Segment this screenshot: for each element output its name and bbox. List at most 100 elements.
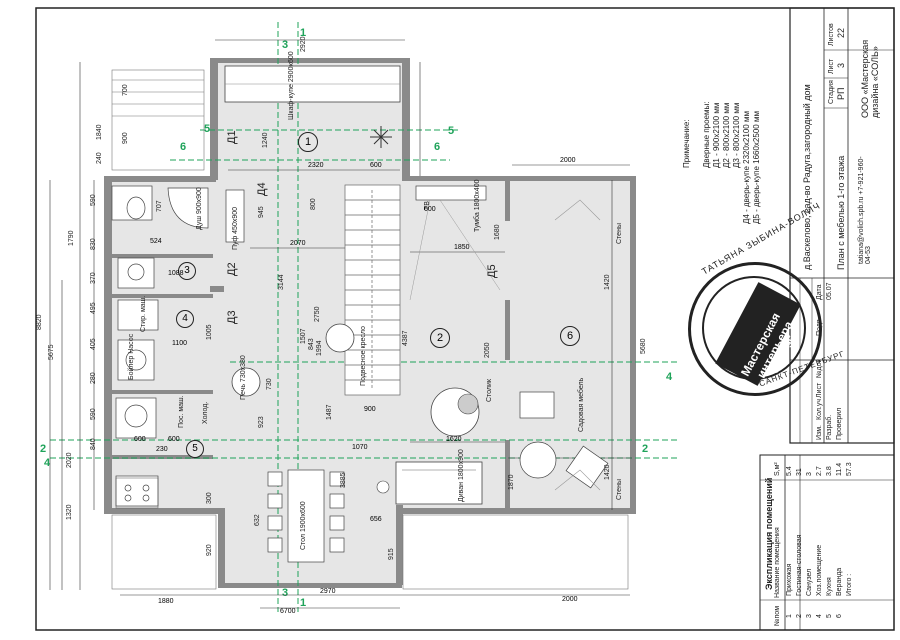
outside-stairs-top: [111, 69, 205, 171]
door-d4: Д4: [256, 182, 268, 196]
dim-915: 915: [388, 548, 395, 560]
title-row-label-2: Кол.уч: [816, 399, 823, 420]
explication-row-3-area: 3: [806, 472, 813, 476]
label-wardrobe: Шкаф-купе 2900х600: [288, 51, 295, 120]
dim-1790: 1790: [68, 230, 75, 246]
dim-495: 495: [90, 302, 97, 314]
explication-row-4-name: Хоз.помещение: [816, 544, 823, 596]
dim-840: 840: [90, 438, 97, 450]
explication-row-2-name: Гостиная-столовая: [796, 534, 803, 596]
svg-text:4: 4: [666, 371, 673, 383]
explication-row-4-no: 4: [816, 614, 823, 618]
room-marker-2: 2: [430, 328, 450, 348]
explication-header-no: №пом: [774, 605, 781, 626]
title-company: ООО «Мастерская дизайна «СОЛЬ»: [860, 39, 880, 118]
explication-frame: [759, 454, 895, 631]
dim-405: 405: [90, 338, 97, 350]
plant: [370, 126, 392, 148]
bathroom-fixtures: [111, 185, 209, 507]
hanging-armchair: [325, 323, 355, 353]
svg-text:2: 2: [642, 443, 648, 455]
dim-923: 923: [258, 416, 265, 428]
dim-730: 730: [266, 378, 273, 390]
notes-subtitle: Дверные проемы:: [702, 101, 711, 168]
dim-656: 656: [370, 516, 382, 523]
label-fridge: Холод.: [202, 401, 209, 424]
label-washer: Стир. маш.: [140, 295, 147, 332]
explication-row-3-name: Санузел: [806, 568, 813, 596]
svg-text:3: 3: [282, 39, 288, 51]
dim-1420-b: 1420: [604, 464, 611, 480]
dim-800: 800: [310, 198, 317, 210]
dining-table: [267, 469, 345, 563]
dim-1994: 1994: [316, 340, 323, 356]
dim-4387: 4387: [402, 330, 409, 346]
label-shower: Душ 900х900: [196, 187, 203, 230]
dim-600-k2: 600: [168, 436, 180, 443]
dim-8820: 8820: [36, 314, 43, 330]
dim-2020: 2020: [66, 452, 73, 468]
label-garden: Садовая мебель: [578, 377, 585, 432]
explication-row-1-no: 1: [786, 614, 793, 618]
svg-text:4: 4: [44, 457, 51, 469]
dim-5675: 5675: [48, 344, 55, 360]
label-walls-bottom: Стены: [616, 479, 623, 500]
sofa: [395, 461, 483, 505]
title-checked: Проверил: [836, 407, 843, 440]
dim-1880: 1880: [158, 598, 174, 605]
explication-row-5-no: 5: [826, 614, 833, 618]
dim-590b: 590: [90, 408, 97, 420]
notes-line-5: Д5 - дверь-купе 1660х2500 мм: [752, 111, 761, 224]
label-armchair: Подвесное кресло: [360, 326, 367, 386]
label-pouf: Пуф 450х900: [232, 206, 239, 250]
dim-1005: 1005: [206, 324, 213, 340]
garden-furniture: [519, 391, 609, 489]
dim-5680: 5680: [640, 338, 647, 354]
dim-1870: 1870: [508, 474, 515, 490]
notes-line-1: Д1 - 900х2100 мм: [712, 102, 721, 168]
dim-2750: 2750: [314, 306, 321, 322]
label-tv-stand: Тумба 1800х400: [474, 179, 481, 232]
title-sheet-label: Лист: [828, 58, 835, 74]
dim-300: 300: [206, 492, 213, 504]
stove: [231, 367, 261, 397]
dim-1320: 1320: [66, 504, 73, 520]
door-d2: Д2: [226, 262, 238, 276]
explication-row-2-area: 31: [796, 468, 803, 476]
room-marker-1: 1: [298, 132, 318, 152]
dim-1507: 1507: [300, 328, 307, 344]
notes-title: Примечание:: [682, 119, 691, 168]
tv-stand: [415, 185, 487, 201]
explication-total: 57.3: [846, 462, 853, 476]
room-marker-3: 3: [178, 262, 196, 280]
title-stage: РП: [836, 87, 846, 100]
explication-row-3-no: 3: [806, 614, 813, 618]
room-marker-6: 6: [560, 326, 580, 346]
dim-1850: 1850: [454, 244, 470, 251]
dimension-lines: [49, 39, 632, 609]
explication-header-area: S,м²: [774, 462, 781, 476]
dim-3885: 3885: [340, 472, 347, 488]
explication-total-label: Итого :: [846, 573, 853, 596]
dim-945: 945: [258, 206, 265, 218]
explication-row-6-name: Веранда: [836, 567, 843, 596]
dim-1420-a: 1420: [604, 274, 611, 290]
title-contacts: tatiana@volich.spb.ru +7-921-960-04-53: [858, 156, 872, 264]
explication-header-name: Название помещения: [774, 527, 781, 598]
explication-row-5-name: Кухня: [826, 577, 833, 596]
explication-row-2-no: 2: [796, 614, 803, 618]
explication-title: Экспликация помещений: [764, 477, 774, 590]
svg-text:1: 1: [300, 27, 306, 39]
explication-row-1-name: Прихожая: [786, 563, 793, 596]
dim-600-top: 600: [370, 162, 382, 169]
dim-1840-left: 1840: [96, 124, 103, 140]
dim-2050: 2050: [484, 342, 491, 358]
dim-600-b: 600: [424, 206, 436, 213]
title-stage-label: Стадия: [828, 80, 835, 104]
title-sheets-label: Листов: [828, 23, 835, 46]
title-developed: Разраб.: [826, 414, 833, 440]
dim-1100: 1100: [172, 340, 188, 347]
explication-row-1-area: 5.4: [786, 466, 793, 476]
dim-3144: 3144: [278, 274, 285, 290]
